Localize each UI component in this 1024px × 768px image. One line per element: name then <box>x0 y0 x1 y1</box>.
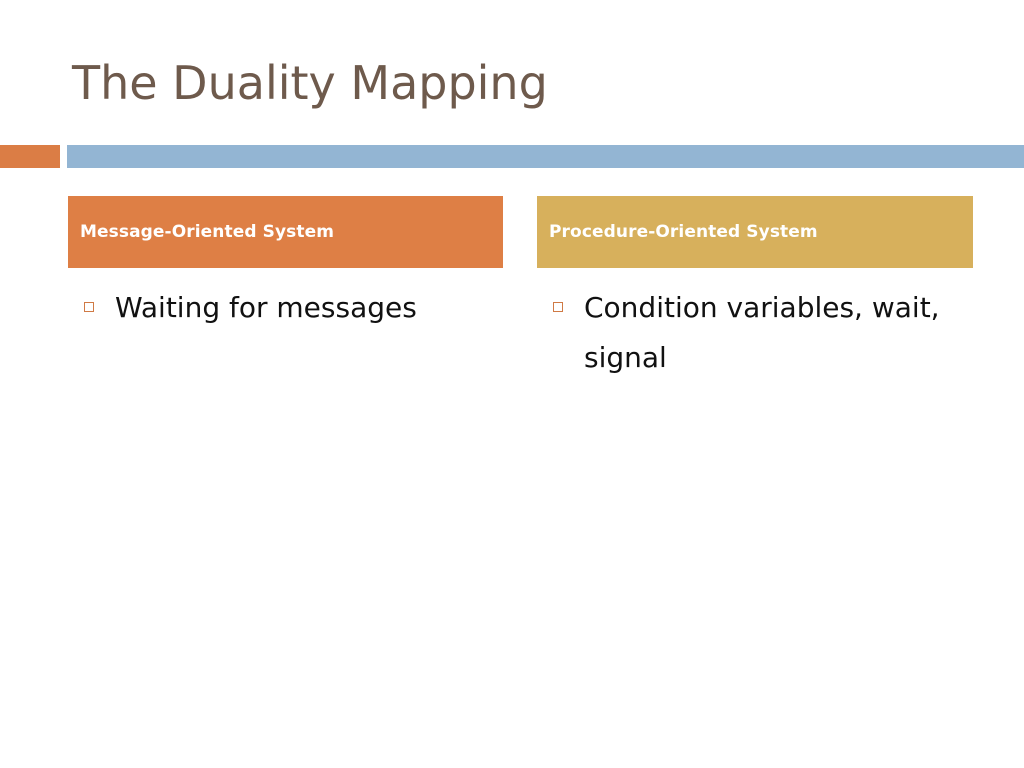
list-item: Condition variables, wait, signal <box>553 283 973 383</box>
column-header-label: Message-Oriented System <box>80 222 335 242</box>
bullet-text: Waiting for messages <box>115 291 417 324</box>
column-header-procedure-oriented: Procedure-Oriented System <box>537 196 973 268</box>
column-header-message-oriented: Message-Oriented System <box>68 196 503 268</box>
accent-bar-orange <box>0 145 60 168</box>
bullet-list-procedure-oriented: Condition variables, wait, signal <box>553 283 973 383</box>
list-item: Waiting for messages <box>84 283 504 333</box>
accent-bar-blue <box>67 145 1024 168</box>
square-bullet-icon <box>84 302 94 312</box>
bullet-list-message-oriented: Waiting for messages <box>84 283 504 333</box>
square-bullet-icon <box>553 302 563 312</box>
slide-title: The Duality Mapping <box>72 56 548 110</box>
column-header-label: Procedure-Oriented System <box>549 222 818 242</box>
bullet-text: Condition variables, wait, signal <box>584 291 940 374</box>
